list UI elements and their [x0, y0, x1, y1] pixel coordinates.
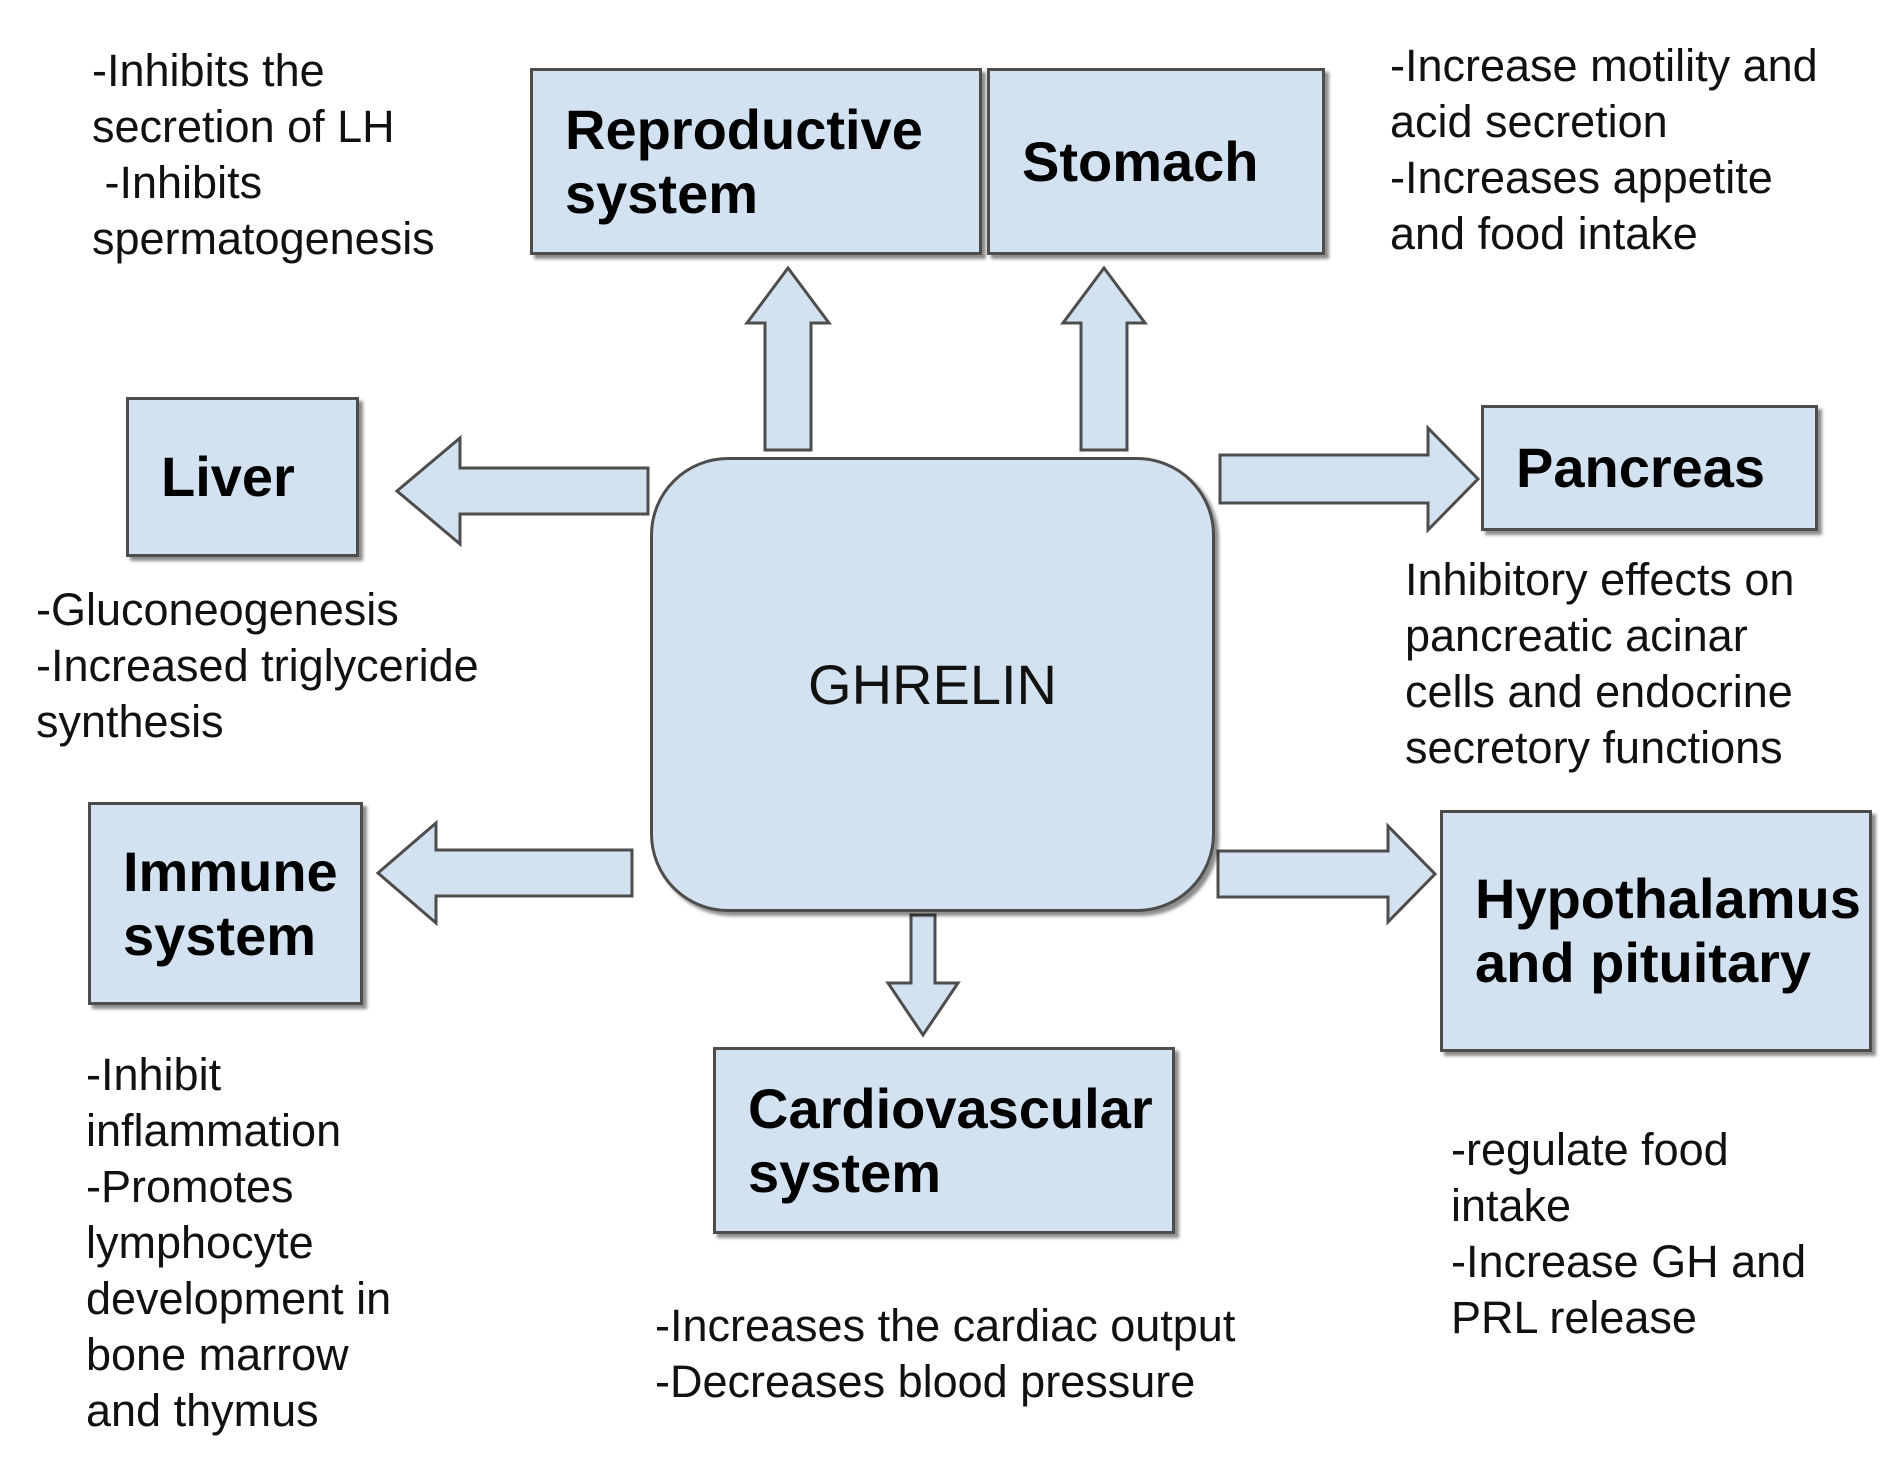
- effect-line: acid secretion: [1390, 96, 1668, 147]
- cardiovascular-effects: -Increases the cardiac output -Decreases…: [655, 1298, 1235, 1410]
- liver-effects: -Gluconeogenesis -Increased triglyceride…: [36, 582, 479, 750]
- hypothalamus-label-line: and pituitary: [1475, 931, 1812, 994]
- effect-line: development in: [86, 1273, 392, 1324]
- arrow-to-stomach: [1060, 265, 1148, 452]
- ghrelin-label: GHRELIN: [808, 653, 1057, 716]
- effect-line: -Increased triglyceride: [36, 640, 479, 691]
- effect-line: -Gluconeogenesis: [36, 584, 399, 635]
- effect-line: secretion of LH: [92, 101, 395, 152]
- immune-label-line: Immune: [123, 839, 338, 903]
- cardiovascular-system-label: Cardiovascular system: [716, 1077, 1153, 1205]
- arrow-to-liver: [394, 434, 650, 548]
- effect-line: pancreatic acinar: [1405, 610, 1748, 661]
- effect-line: -Decreases blood pressure: [655, 1356, 1196, 1407]
- stomach-box: Stomach: [987, 68, 1325, 255]
- reproductive-label-line: system: [565, 161, 759, 225]
- pancreas-box: Pancreas: [1481, 405, 1818, 531]
- pancreas-label-line: Pancreas: [1516, 436, 1766, 499]
- effect-line: and thymus: [86, 1385, 319, 1436]
- pancreas-effects: Inhibitory effects on pancreatic acinar …: [1405, 552, 1794, 776]
- immune-effects: -Inhibit inflammation -Promotes lymphocy…: [86, 1047, 391, 1439]
- liver-label: Liver: [129, 445, 295, 509]
- ghrelin-box: GHRELIN: [650, 457, 1215, 912]
- stomach-label-line: Stomach: [1022, 129, 1259, 193]
- effect-line: and food intake: [1390, 208, 1698, 259]
- effect-line: -Inhibits: [92, 157, 263, 208]
- cardiovascular-label-line: Cardiovascular: [748, 1076, 1153, 1140]
- reproductive-system-box: Reproductive system: [530, 68, 982, 255]
- liver-label-line: Liver: [161, 445, 295, 508]
- arrow-to-cardiovascular: [885, 913, 961, 1038]
- effect-line: -Promotes: [86, 1161, 294, 1212]
- hypothalamus-pituitary-label: Hypothalamus and pituitary: [1443, 867, 1861, 995]
- reproductive-system-label: Reproductive system: [533, 98, 923, 226]
- effect-line: spermatogenesis: [92, 213, 435, 264]
- arrow-to-immune: [375, 819, 634, 927]
- effect-line: -Increase motility and: [1390, 40, 1818, 91]
- reproductive-label-line: Reproductive: [565, 97, 923, 161]
- immune-system-box: Immune system: [88, 802, 363, 1005]
- effect-line: Inhibitory effects on: [1405, 554, 1795, 605]
- cardiovascular-system-box: Cardiovascular system: [713, 1047, 1175, 1234]
- effect-line: synthesis: [36, 696, 224, 747]
- effect-line: -Increases the cardiac output: [655, 1300, 1236, 1351]
- arrow-to-hypothalamus: [1216, 822, 1438, 926]
- effect-line: PRL release: [1451, 1292, 1697, 1343]
- effect-line: bone marrow: [86, 1329, 349, 1380]
- effect-line: secretory functions: [1405, 722, 1783, 773]
- hypothalamus-label-line: Hypothalamus: [1475, 867, 1861, 930]
- effect-line: -Increase GH and: [1451, 1236, 1807, 1287]
- immune-system-label: Immune system: [91, 840, 338, 968]
- effect-line: intake: [1451, 1180, 1572, 1231]
- effect-line: -Inhibit: [86, 1049, 222, 1100]
- arrow-to-reproductive: [744, 265, 832, 452]
- effect-line: lymphocyte: [86, 1217, 314, 1268]
- immune-label-line: system: [123, 903, 317, 967]
- liver-box: Liver: [126, 397, 359, 557]
- hypothalamus-effects: -regulate food intake -Increase GH and P…: [1451, 1122, 1806, 1346]
- effect-line: cells and endocrine: [1405, 666, 1793, 717]
- effect-line: -regulate food: [1451, 1124, 1729, 1175]
- stomach-effects: -Increase motility and acid secretion -I…: [1390, 38, 1818, 262]
- stomach-label: Stomach: [990, 130, 1259, 194]
- hypothalamus-pituitary-box: Hypothalamus and pituitary: [1440, 810, 1872, 1052]
- cardiovascular-label-line: system: [748, 1140, 942, 1204]
- reproductive-effects: -Inhibits the secretion of LH -Inhibits …: [92, 43, 435, 267]
- effect-line: inflammation: [86, 1105, 342, 1156]
- pancreas-label: Pancreas: [1484, 436, 1765, 500]
- arrow-to-pancreas: [1218, 424, 1481, 534]
- effect-line: -Inhibits the: [92, 45, 325, 96]
- effect-line: -Increases appetite: [1390, 152, 1773, 203]
